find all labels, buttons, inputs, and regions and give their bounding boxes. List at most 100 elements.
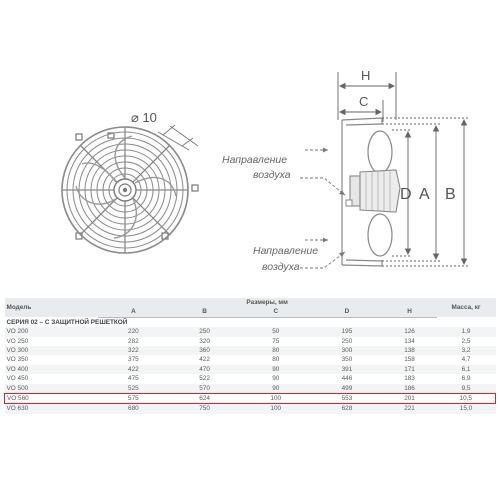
table-cell-model: VO 630	[4, 403, 98, 414]
air-direction-top-label-line1: Направление	[222, 154, 287, 166]
table-cell-mass: 1,9	[436, 327, 496, 337]
table-cell-d: 300	[311, 346, 383, 356]
series-row: СЕРИЯ 02 – С ЗАЩИТНОЙ РЕШЕТКОЙ	[4, 317, 496, 328]
air-direction-top-label-line2: воздуха	[253, 169, 291, 181]
table-cell-a: 422	[97, 364, 169, 375]
dimension-c-label: C	[359, 94, 368, 109]
air-direction-bottom-label-line2: воздуха	[262, 261, 300, 273]
table-cell-b: 250	[168, 327, 241, 337]
table-cell-c: 75	[240, 336, 312, 347]
table-cell-c: 90	[240, 383, 312, 394]
table-cell-h: 126	[382, 327, 437, 337]
dimension-b-label: B	[445, 186, 456, 203]
column-header-b: B	[168, 307, 241, 318]
table-cell-a: 525	[97, 383, 169, 394]
table-cell-model: VO 300	[4, 346, 98, 356]
table-cell-c: 50	[240, 327, 312, 337]
air-direction-bottom-label-line1: Направление	[253, 245, 318, 257]
table-cell-a: 575	[97, 393, 169, 405]
sizes-column-header: Размеры, мм	[97, 298, 437, 308]
table-cell-c: 90	[240, 364, 312, 375]
table-cell-d: 446	[311, 374, 383, 384]
table-cell-b: 750	[168, 403, 241, 414]
table-cell-model: VO 560	[3, 393, 98, 405]
table-cell-b: 360	[168, 346, 241, 356]
specification-table: Модель Размеры, мм Масса, кг A B C D H С…	[3, 298, 496, 414]
fan-technical-drawing: ⌀ 10 H C	[61, 68, 468, 273]
table-cell-mass: 2,5	[436, 336, 496, 347]
table-cell-b: 624	[168, 393, 241, 405]
specification-table-container: Модель Размеры, мм Масса, кг A B C D H С…	[3, 298, 496, 414]
series-label: СЕРИЯ 02 – С ЗАЩИТНОЙ РЕШЕТКОЙ	[4, 317, 496, 328]
column-header-h: H	[382, 307, 437, 318]
table-cell-mass: 3,2	[436, 346, 496, 356]
table-cell-a: 220	[97, 327, 169, 337]
table-cell-a: 322	[97, 346, 169, 356]
table-cell-model: VO 350	[4, 355, 98, 365]
table-cell-d: 195	[311, 327, 383, 337]
table-cell-h: 221	[382, 403, 437, 414]
table-cell-model: VO 400	[4, 364, 98, 375]
table-cell-a: 680	[97, 403, 169, 414]
table-cell-b: 570	[168, 383, 241, 394]
table-cell-b: 522	[168, 374, 241, 384]
table-cell-mass: 4,7	[436, 355, 496, 365]
dimension-a-label: A	[419, 186, 430, 203]
table-cell-d: 250	[311, 336, 383, 347]
table-cell-h: 138	[382, 346, 437, 356]
table-cell-h: 183	[382, 374, 437, 384]
model-column-header: Модель	[4, 298, 98, 318]
column-header-a: A	[97, 307, 169, 318]
diameter-label: ⌀ 10	[131, 110, 157, 125]
table-cell-b: 470	[168, 364, 241, 375]
table-cell-model: VO 500	[4, 383, 98, 394]
table-cell-d: 499	[311, 383, 383, 394]
table-cell-h: 134	[382, 336, 437, 347]
table-cell-a: 475	[97, 374, 169, 384]
fan-front-view: ⌀ 10	[61, 110, 199, 254]
table-cell-a: 282	[97, 336, 169, 347]
mass-column-header: Масса, кг	[436, 298, 496, 318]
table-cell-h: 186	[382, 383, 437, 394]
table-cell-mass: 15,0	[436, 403, 496, 414]
table-cell-d: 628	[311, 403, 383, 414]
table-cell-model: VO 250	[4, 336, 98, 347]
table-header-row: Модель Размеры, мм Масса, кг	[4, 298, 496, 318]
table-cell-c: 80	[240, 355, 312, 365]
table-cell-d: 391	[311, 364, 383, 375]
table-cell-c: 90	[240, 374, 312, 384]
table-cell-model: VO 450	[4, 374, 98, 384]
table-cell-d: 350	[311, 355, 383, 365]
dimension-h	[337, 72, 397, 120]
table-cell-d: 553	[311, 393, 383, 405]
table-cell-mass: 6,1	[436, 364, 496, 375]
table-cell-c: 100	[240, 403, 312, 414]
table-cell-mass: 10,5	[436, 393, 496, 405]
column-header-d: D	[311, 307, 383, 318]
table-subheader-row: A B C D H	[5, 307, 496, 318]
fan-side-view: H C	[300, 68, 468, 269]
dimension-h-label: H	[361, 68, 370, 83]
table-cell-mass: 9,5	[436, 383, 496, 394]
diameter-dimension: ⌀ 10	[131, 110, 199, 151]
table-cell-b: 320	[168, 336, 241, 347]
table-cell-h: 171	[382, 364, 437, 375]
table-cell-h: 158	[382, 355, 437, 365]
column-header-c: C	[240, 307, 312, 318]
table-cell-b: 422	[168, 355, 241, 365]
table-cell-mass: 6,9	[436, 374, 496, 384]
table-cell-h: 201	[382, 393, 437, 405]
table-cell-model: VO 200	[4, 327, 98, 337]
table-cell-c: 80	[240, 346, 312, 356]
table-cell-c: 100	[240, 393, 312, 405]
